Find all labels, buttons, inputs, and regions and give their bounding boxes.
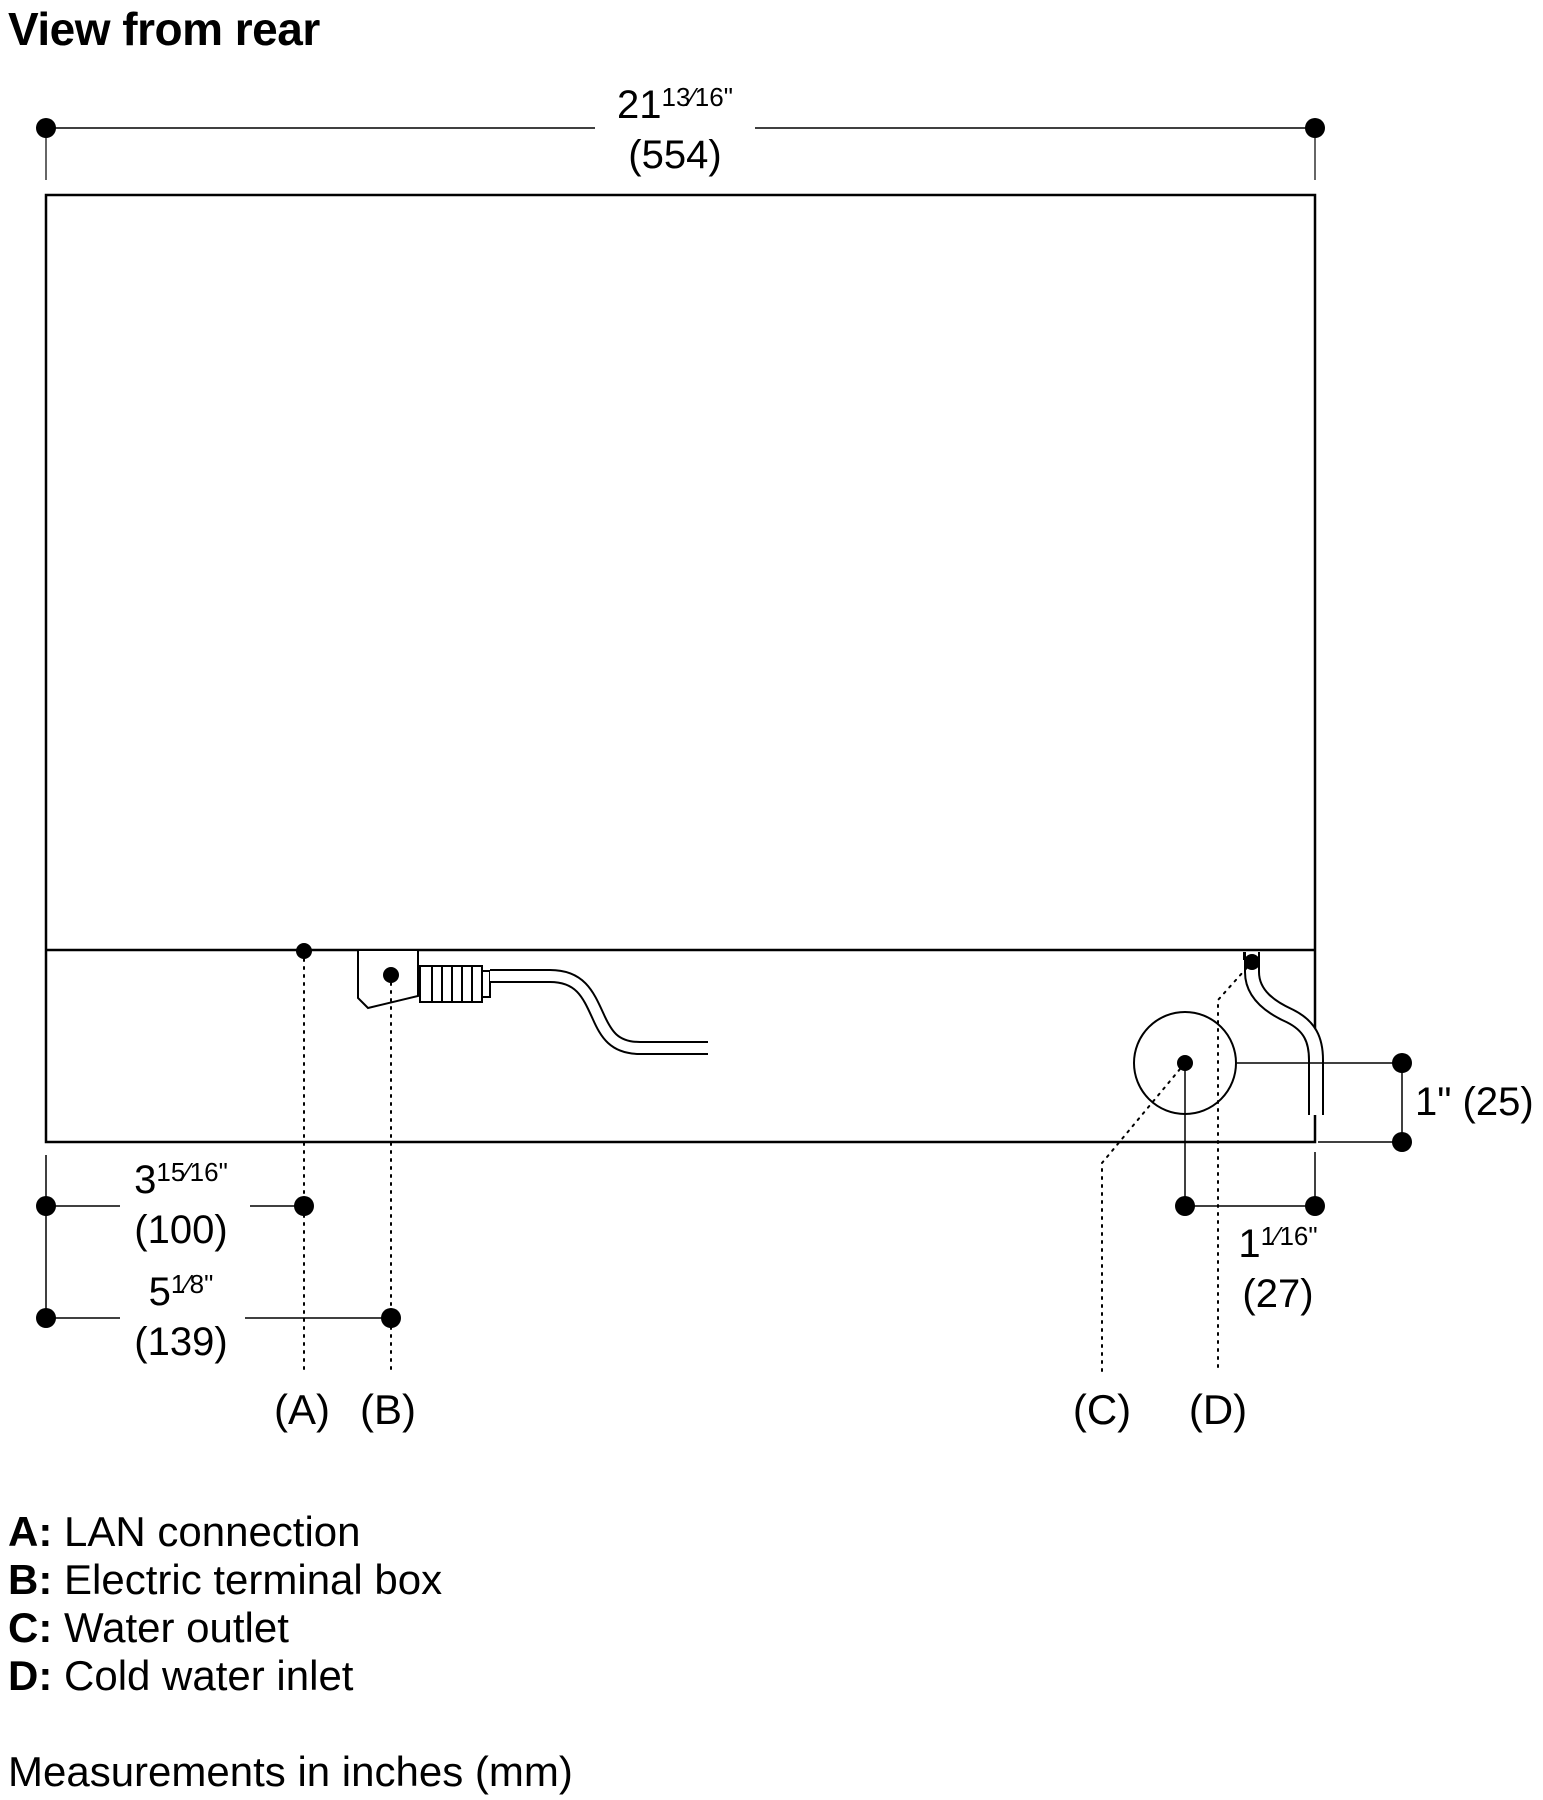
callout-c: (C) [1073, 1386, 1131, 1433]
left-offset-dimensions: 315⁄16" (100) 51⁄8" (139) [36, 1155, 401, 1364]
measurement-note: Measurements in inches (mm) [8, 1748, 573, 1795]
terminal-offset-inches: 51⁄8" [149, 1269, 214, 1314]
overall-width-dimension: 2113⁄16" (554) [36, 80, 1325, 180]
terminal-offset-mm: (139) [134, 1320, 227, 1364]
outlet-offset-inches: 11⁄16" [1238, 1221, 1317, 1266]
legend-item-d: D: Cold water inlet [8, 1652, 354, 1699]
water-outlet [1101, 1011, 1237, 1373]
dimension-endpoint [1305, 118, 1325, 138]
lan-connection [296, 943, 312, 1373]
outlet-height-label: 1" (25) [1415, 1080, 1534, 1124]
callout-d: (D) [1189, 1386, 1247, 1433]
overall-width-mm: (554) [628, 133, 721, 177]
page-title: View from rear [8, 3, 320, 55]
lan-offset-mm: (100) [134, 1208, 227, 1252]
outlet-offset-dimension: 11⁄16" (27) [1175, 1063, 1325, 1316]
legend: A: LAN connection B: Electric terminal b… [8, 1508, 442, 1700]
callout-b: (B) [360, 1386, 416, 1433]
outlet-offset-mm: (27) [1242, 1272, 1313, 1316]
overall-width-inches: 2113⁄16" [617, 82, 733, 127]
outlet-height-dimension: 1" (25) [1237, 1053, 1534, 1152]
appliance-body [44, 193, 1317, 1144]
legend-item-a: A: LAN connection [8, 1508, 361, 1555]
callout-a: (A) [274, 1386, 330, 1433]
dimension-endpoint [36, 118, 56, 138]
cold-water-inlet [1217, 952, 1324, 1373]
legend-item-b: B: Electric terminal box [8, 1556, 443, 1603]
legend-item-c: C: Water outlet [8, 1604, 289, 1651]
electric-terminal-box [357, 949, 708, 1373]
lan-offset-inches: 315⁄16" [134, 1157, 228, 1202]
